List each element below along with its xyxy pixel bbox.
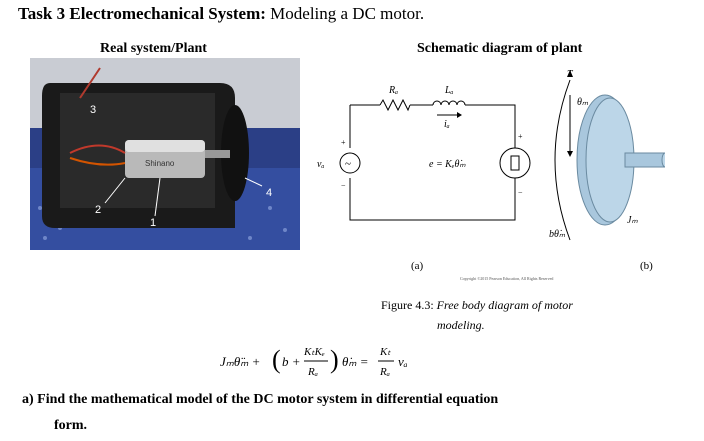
label-ra: Rₐ — [388, 85, 398, 96]
label-inertia: Jₘ — [627, 215, 638, 226]
motor-plus: + — [518, 132, 523, 141]
motor-minus: − — [518, 188, 523, 197]
question-a-cont: form. — [54, 418, 88, 433]
svg-text:Rₐ: Rₐ — [379, 366, 390, 378]
subfig-b-label: (b) — [640, 260, 653, 272]
svg-text:Jₘθ̈ₘ +: Jₘθ̈ₘ + — [220, 354, 260, 369]
question-a: a) Find the mathematical model of the DC… — [22, 392, 499, 407]
photo-label-2: 2 — [95, 204, 101, 216]
photo-label-1: 1 — [150, 217, 156, 229]
svg-text:b +: b + — [282, 354, 301, 369]
label-torque: T — [567, 69, 574, 80]
svg-text:Kₜ: Kₜ — [379, 346, 391, 358]
source-plus: + — [341, 138, 346, 147]
copyright-text: Copyright ©2015 Pearson Education, All R… — [460, 276, 554, 281]
label-la: Lₐ — [444, 85, 454, 96]
svg-text:KₜKₑ: KₜKₑ — [303, 346, 325, 358]
rotor-diagram: T θₘ bθ̇ₘ Jₘ — [549, 69, 665, 241]
svg-text:vₐ: vₐ — [398, 354, 408, 369]
svg-text:~: ~ — [345, 158, 351, 170]
label-theta: θₘ — [577, 97, 589, 108]
photo-label-4: 4 — [266, 187, 272, 199]
motor-photo: Shinano 3 2 1 4 — [30, 58, 300, 250]
label-friction: bθ̇ₘ — [549, 229, 566, 240]
svg-text:(: ( — [272, 345, 281, 374]
svg-text:): ) — [330, 345, 339, 374]
schematic-heading: Schematic diagram of plant — [417, 41, 583, 56]
svg-text:θ̇ₘ =: θ̇ₘ = — [342, 354, 369, 369]
label-emf: e = Kₑθ̇ₘ — [429, 159, 466, 170]
photo-label-3: 3 — [90, 104, 96, 116]
motor-brand-text: Shinano — [145, 159, 175, 168]
real-system-heading: Real system/Plant — [100, 41, 207, 56]
motor-equation: Jₘθ̈ₘ + ( b + KₜKₑ Rₐ ) θ̇ₘ = Kₜ Rₐ vₐ — [220, 345, 408, 378]
subfig-a-label: (a) — [411, 260, 424, 272]
circuit-diagram: ~ Rₐ Lₐ iₐ vₐ + − + − e = Kₑθ̇ₘ — [317, 85, 531, 221]
label-ia: iₐ — [444, 119, 450, 130]
figure-caption: Figure 4.3: Free body diagram of motor — [381, 298, 573, 312]
source-minus: − — [341, 181, 346, 190]
task-title: Task 3 Electromechanical System: Modelin… — [18, 4, 425, 23]
label-va: vₐ — [317, 159, 324, 170]
svg-text:Rₐ: Rₐ — [307, 366, 318, 378]
figure-caption-cont: modeling. — [437, 318, 485, 332]
